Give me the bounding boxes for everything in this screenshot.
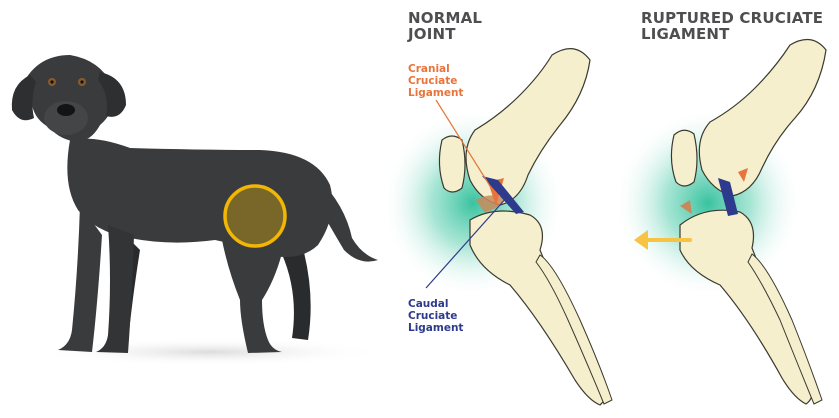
normal-joint-illustration bbox=[381, 49, 612, 405]
normal-joint-heading: NORMAL JOINT bbox=[408, 10, 482, 42]
caudal-ligament-label: Caudal Cruciate Ligament bbox=[408, 298, 463, 334]
nose bbox=[57, 104, 75, 116]
cranial-ligament-label: Cranial Cruciate Ligament bbox=[408, 63, 463, 99]
knee-highlight-circle bbox=[225, 186, 285, 246]
dog-illustration bbox=[12, 55, 385, 366]
ruptured-joint-illustration bbox=[613, 40, 826, 404]
ruptured-heading: RUPTURED CRUCIATE LIGAMENT bbox=[641, 10, 823, 42]
